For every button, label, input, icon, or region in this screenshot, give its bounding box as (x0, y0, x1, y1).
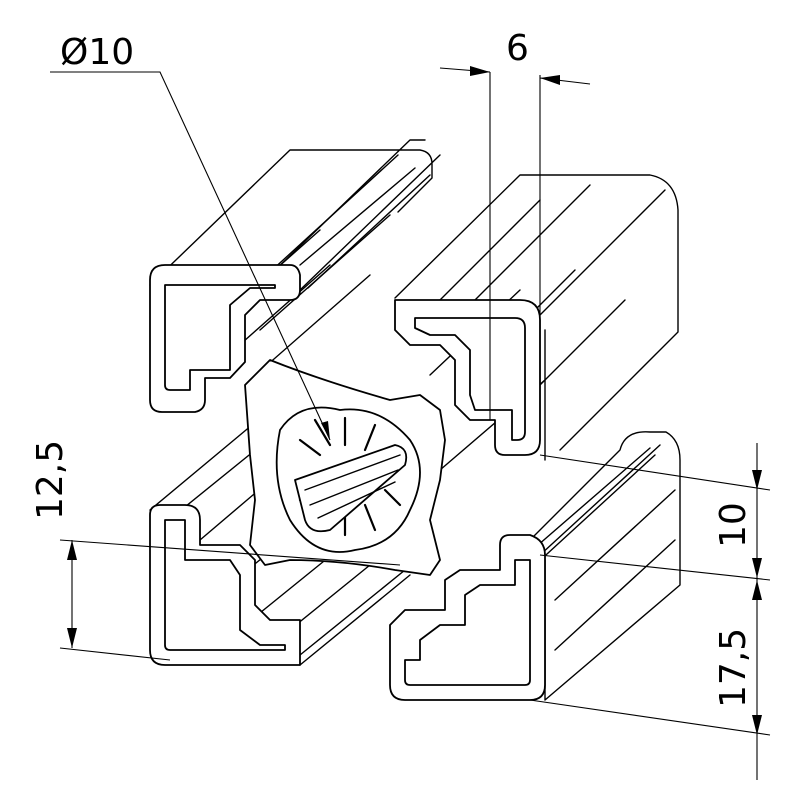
slot-width-arrow-right (540, 75, 560, 85)
diameter-leader (50, 71, 331, 441)
slot-width-dim (439, 67, 591, 440)
left-height-arrow-bottom (67, 628, 77, 648)
center-bore-slot-lines (304, 454, 401, 519)
right-upper-arrow-top (752, 470, 762, 490)
lower-right-lobe-groove (529, 447, 676, 651)
upper-left-lobe-groove (189, 154, 431, 381)
diameter-label: Ø10 (60, 32, 134, 73)
dimension-lines (50, 66, 771, 780)
right-lower-arrow-bottom (752, 715, 762, 735)
right-lower-dim (529, 578, 771, 780)
front-face-upper-right-slot (414, 317, 526, 441)
profile-extrusion (149, 139, 681, 701)
front-face-lower-right-slot (404, 559, 531, 686)
left-height-arrow-top (67, 540, 77, 560)
right-lower-label: 17,5 (713, 628, 754, 708)
left-height-label: 12,5 (30, 440, 71, 520)
lower-right-lobe-extrusion (524, 431, 681, 701)
right-upper-arrow-bottom (752, 558, 762, 578)
diameter-arrowhead (321, 421, 330, 440)
right-upper-label: 10 (713, 502, 754, 548)
right-upper-dim (539, 443, 771, 581)
slot-width-label: 6 (506, 28, 529, 69)
front-face-lower-left-slot (164, 519, 286, 651)
upper-right-lobe-extrusion (394, 174, 679, 461)
front-face-upper-left-slot (164, 284, 276, 391)
slot-width-arrow-left (470, 66, 490, 76)
right-lower-arrow-top (752, 580, 762, 600)
